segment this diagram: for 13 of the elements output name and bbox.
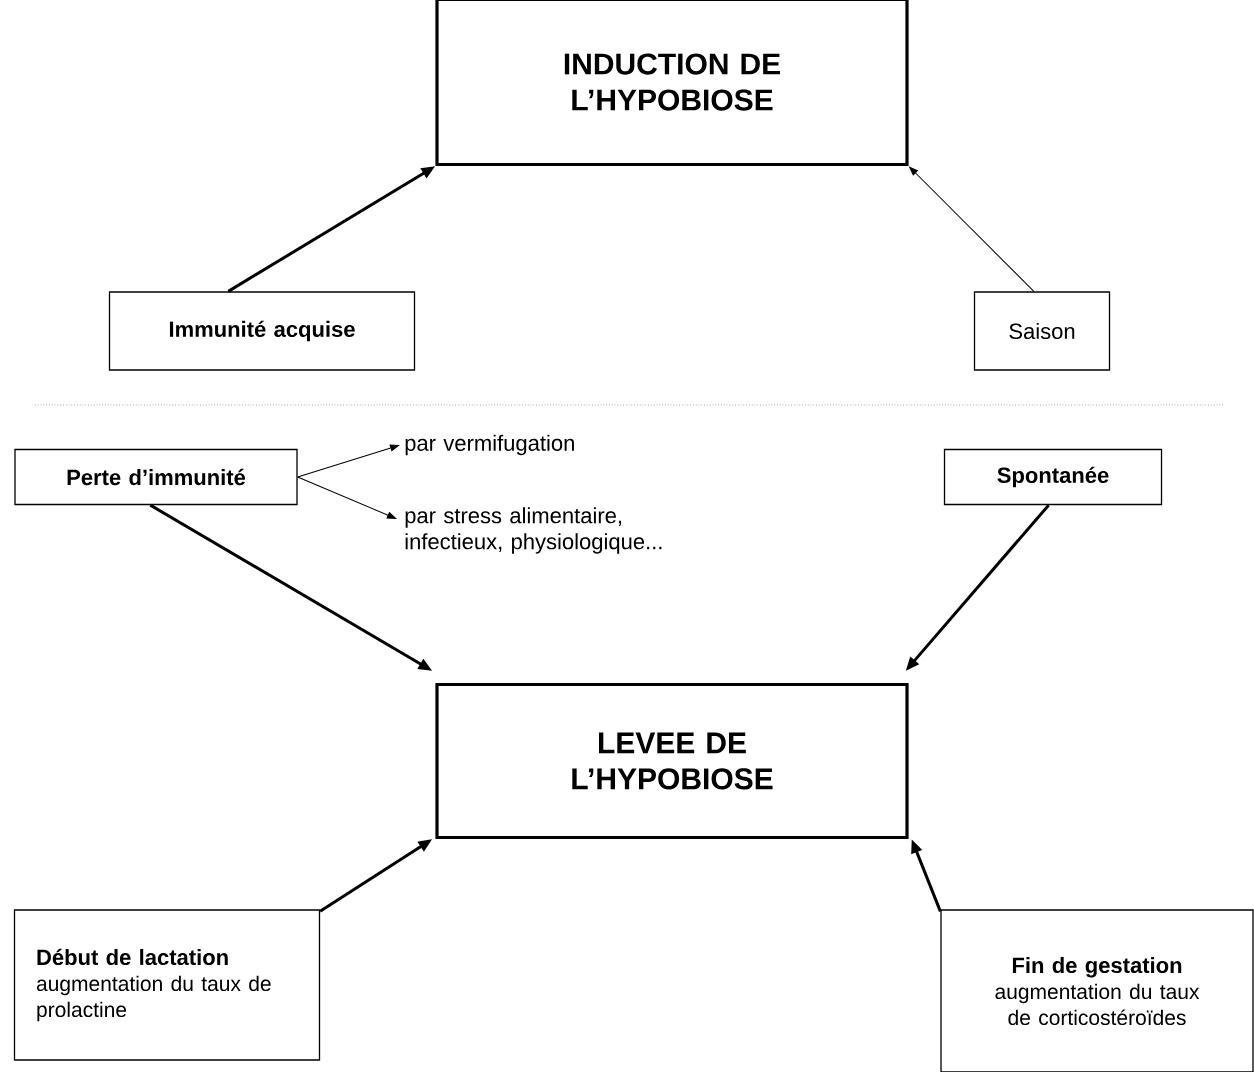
factor-box: Fin de gestation augmentation du taux de corticostéroïdes (940, 909, 1254, 1072)
note-text: par vermifugation (405, 434, 574, 456)
title-box: INDUCTION DE L’HYPOBIOSE (435, 0, 909, 167)
factor-box: Début de lactation augmentation du taux de prolactine (13, 909, 321, 1061)
factor-box: Perte d’immunité (14, 448, 298, 506)
factor-box: Immunité acquise (108, 291, 416, 371)
arrow (297, 476, 397, 519)
factor-box: Saison (973, 291, 1111, 371)
note-text: par stress alimentaire, infectieux, physiologique... (405, 507, 662, 554)
arrow (909, 166, 1035, 292)
arrow (297, 444, 400, 478)
factor-box: Spontanée (943, 448, 1163, 506)
title-box: LEVEE DE L’HYPOBIOSE (435, 682, 909, 840)
